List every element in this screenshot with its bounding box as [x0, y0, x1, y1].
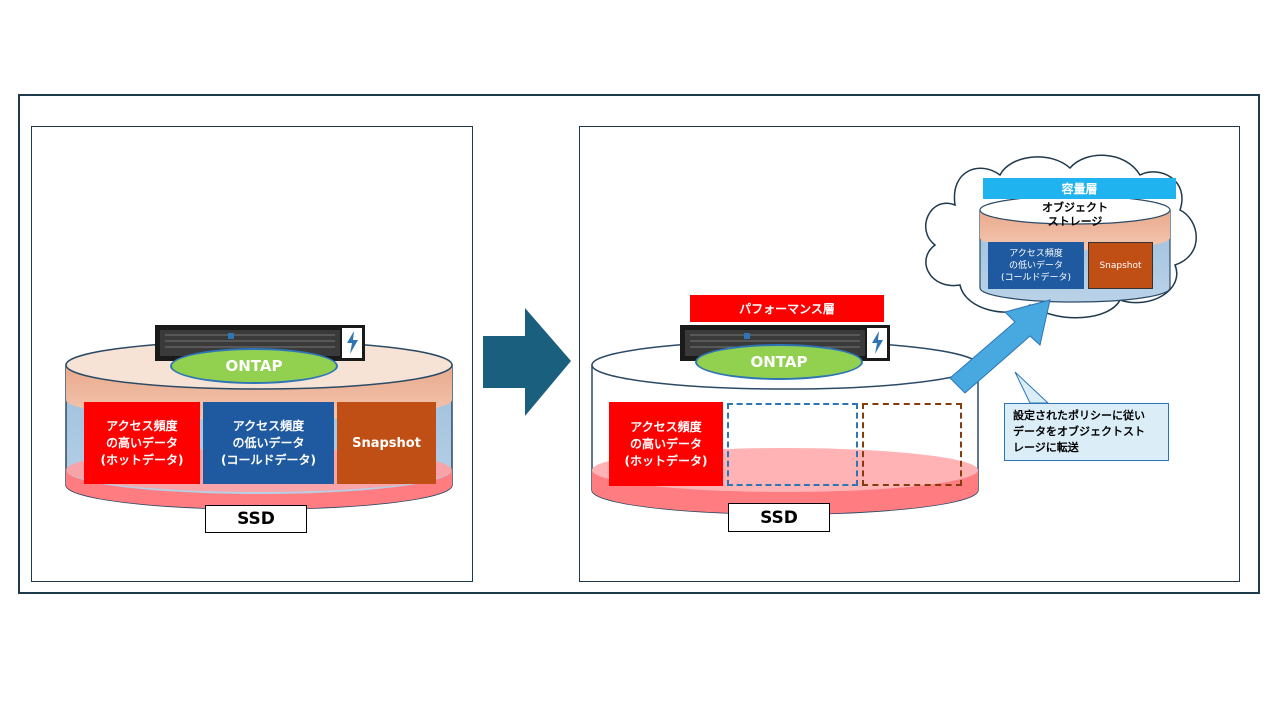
after-panel	[579, 126, 1240, 582]
cloud-snapshot-block: Snapshot	[1088, 242, 1153, 289]
diagram-frame	[18, 94, 1260, 594]
performance-tier-label: パフォーマンス層	[690, 295, 884, 322]
transition-arrow	[483, 308, 571, 416]
left-ssd-label: SSD	[205, 505, 307, 533]
tiering-arrow	[949, 299, 1051, 394]
left-hot-data-block: アクセス頻度 の高いデータ (ホットデータ)	[84, 402, 200, 484]
left-cold-data-block: アクセス頻度 の低いデータ (コールドデータ)	[203, 402, 334, 484]
object-storage-label: オブジェクト ストレージ	[1042, 201, 1108, 228]
cold-data-placeholder	[727, 403, 858, 486]
left-ontap-badge: ONTAP	[170, 348, 338, 384]
left-snapshot-block: Snapshot	[337, 402, 436, 484]
capacity-tier-label: 容量層	[983, 178, 1176, 199]
right-ssd-label: SSD	[728, 503, 830, 532]
right-hot-data-block: アクセス頻度 の高いデータ (ホットデータ)	[609, 402, 723, 486]
snapshot-placeholder	[862, 403, 962, 486]
cloud-cold-data-block: アクセス頻度 の低いデータ (コールドデータ)	[988, 242, 1084, 289]
tiering-policy-callout: 設定されたポリシーに従い データをオブジェクトスト レージに転送	[1004, 403, 1169, 461]
right-ontap-badge: ONTAP	[695, 344, 863, 380]
